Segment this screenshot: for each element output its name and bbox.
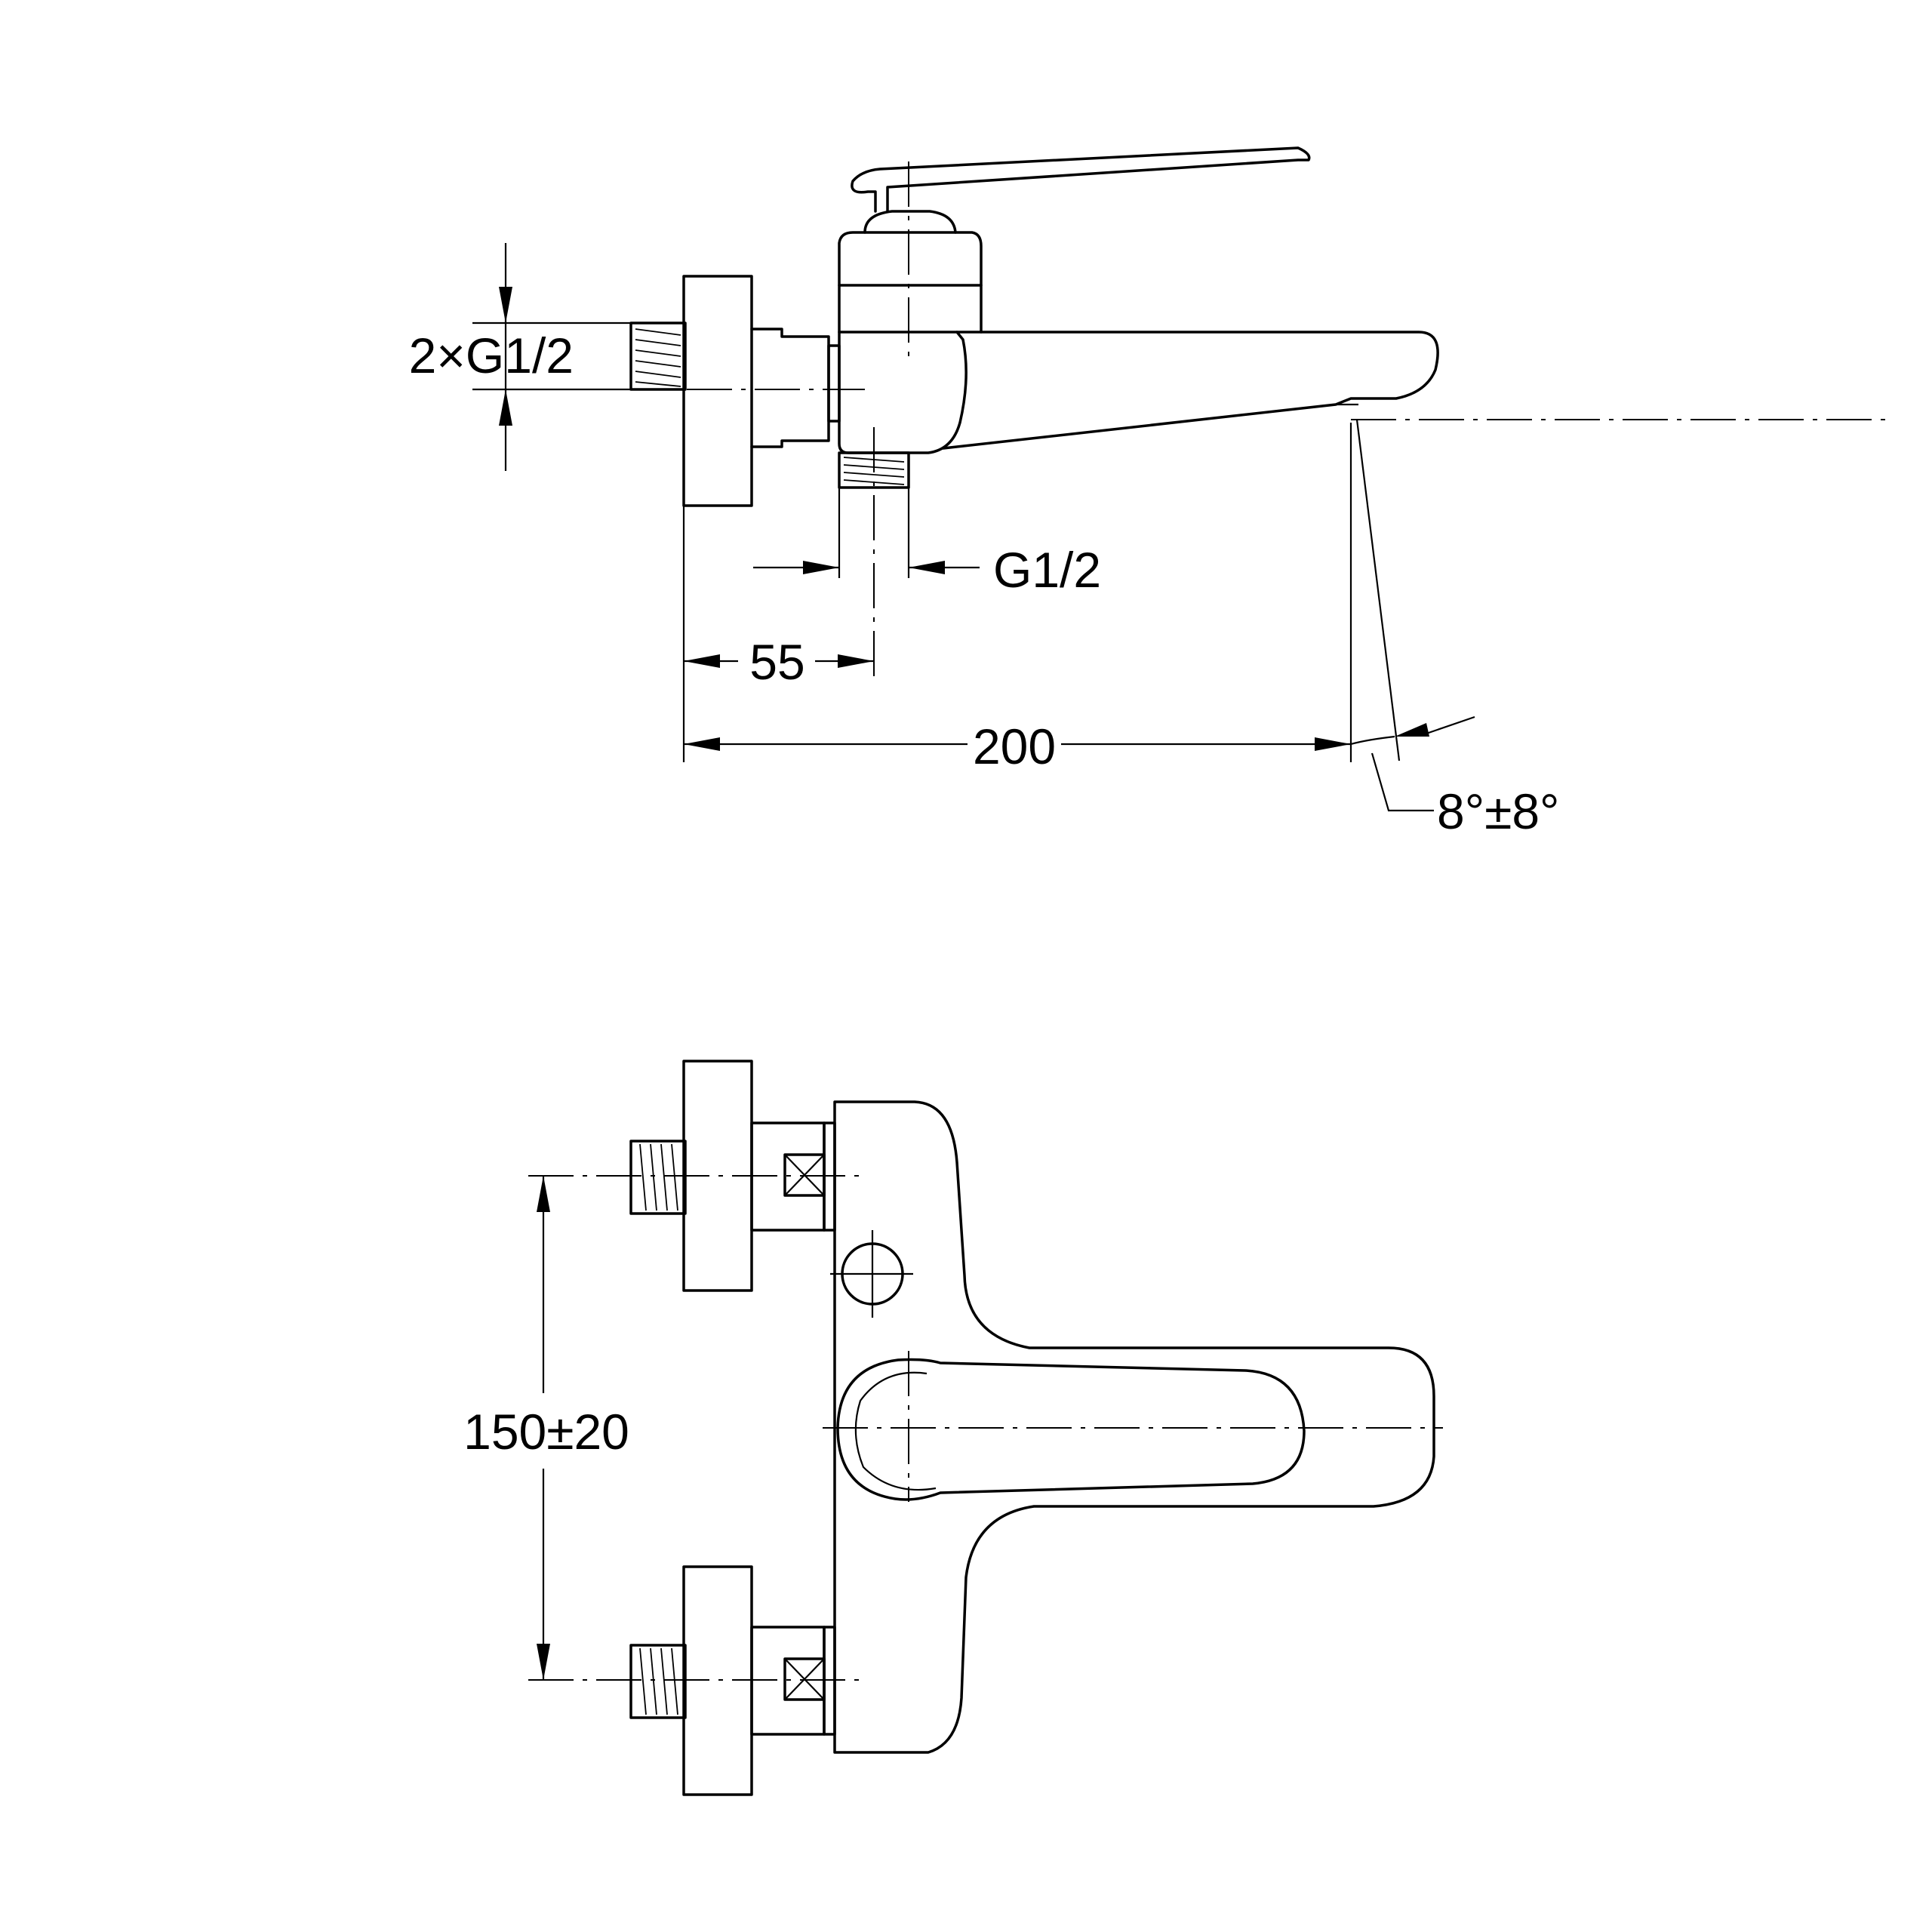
- dimension-outlet: G1/2: [753, 488, 1101, 598]
- inlet-spacing-label: 150±20: [463, 1404, 629, 1460]
- inlet-thread: [629, 321, 687, 391]
- center-offset-label: 55: [749, 634, 804, 690]
- lever-handle: [851, 146, 1311, 213]
- dimension-spout-angle: 8°±8°: [1350, 419, 1559, 839]
- connector-nut: [827, 344, 841, 423]
- dimension-center-offset: 55: [682, 506, 874, 762]
- mixer-body: [833, 1100, 1435, 1754]
- cartridge-housing: [838, 231, 983, 334]
- lever-front: [836, 1358, 1306, 1501]
- front-view: [528, 1060, 1443, 1796]
- outlet-thread-label: G1/2: [993, 542, 1101, 598]
- spout-angle-label: 8°±8°: [1437, 783, 1559, 839]
- spout-projection-label: 200: [973, 718, 1056, 774]
- upper-inlet-thread: [629, 1140, 687, 1215]
- dimension-inlet: 2×G1/2: [409, 243, 631, 471]
- spout: [942, 331, 1439, 450]
- eccentric-connector: [750, 328, 830, 448]
- cartridge-cap: [863, 210, 957, 234]
- wall-flange: [682, 275, 753, 507]
- lower-inlet-thread: [629, 1644, 687, 1719]
- dimension-inlet-spacing: 150±20: [463, 1176, 629, 1680]
- side-view: [619, 146, 1887, 678]
- valve-body: [838, 331, 968, 454]
- dimension-spout-projection: 200: [684, 423, 1352, 774]
- inlet-dimension-label: 2×G1/2: [409, 328, 574, 383]
